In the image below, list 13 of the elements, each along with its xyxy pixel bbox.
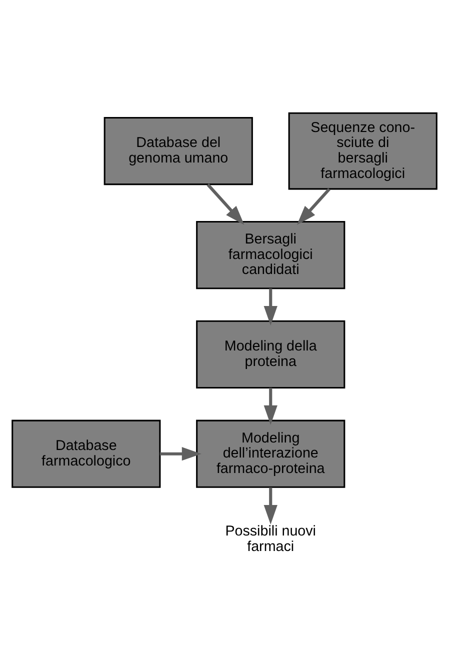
arrow (206, 184, 244, 225)
arrow (264, 288, 278, 326)
node-text: Possibili nuovi farmaci (225, 524, 316, 555)
arrow (264, 388, 278, 425)
arrow (296, 188, 330, 225)
node-box: Database del genoma umano (104, 116, 253, 186)
node-box: Bersagli farmacologici candidati (196, 220, 346, 290)
node-box: Database farmacologico (12, 420, 161, 488)
node-box: Modeling dell’interazione farmaco-proteina (196, 420, 346, 488)
arrow (160, 447, 202, 461)
node-box: Sequenze cono- sciute di bersagli farmacologici (288, 112, 438, 190)
arrow (264, 487, 278, 524)
node-box: Modeling della proteina (196, 320, 346, 389)
